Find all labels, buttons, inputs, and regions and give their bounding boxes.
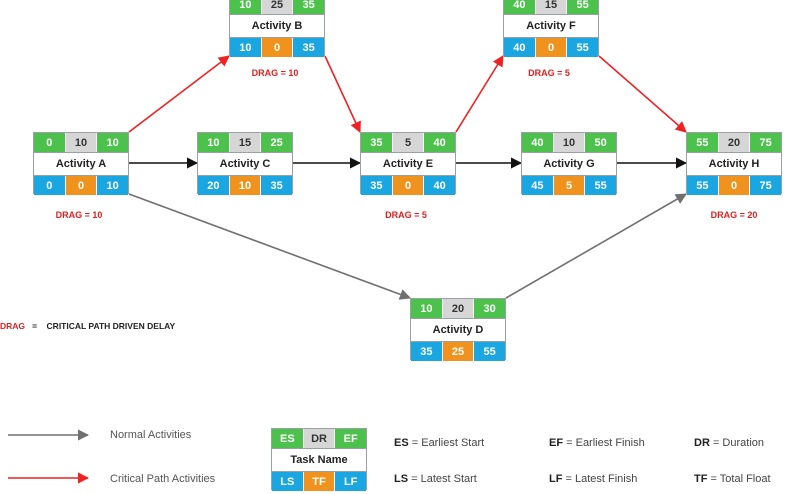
def-dr: DR = Duration [694,437,765,449]
activity-h-name: Activity H [708,158,760,170]
key-tf: TF [303,472,336,491]
activity-b-dr: 25 [261,0,294,14]
edge-a-to-d [128,193,412,300]
drag-term: DRAG [0,321,26,331]
activity-b-lf: 35 [293,38,325,57]
activity-e-ls: 35 [361,176,393,195]
activity-f-ef: 55 [567,0,599,14]
activity-b-drag-label: DRAG = 10 [251,68,299,78]
activity-d-tf: 25 [442,342,475,361]
activity-d-name: Activity D [432,324,484,336]
activity-a-tf: 0 [65,176,98,195]
activity-b-ef: 35 [293,0,325,14]
def-lf: LF = Latest Finish [549,473,638,485]
activity-h-drag-label: DRAG = 20 [710,210,758,220]
activity-h-ef: 75 [750,133,782,152]
activity-d-ls: 35 [411,342,443,361]
activity-e-es: 35 [361,133,393,152]
activity-a-name: Activity A [55,158,107,170]
activity-f-drag-label: DRAG = 5 [528,68,570,78]
activity-e-dr: 5 [392,133,425,152]
def-tf: TF = Total Float [694,473,771,485]
activity-e-tf: 0 [392,176,425,195]
activity-c-dr: 15 [229,133,262,152]
legend-node-key: ES DR EF Task Name LS TF LF [271,428,367,491]
activity-c-ef: 25 [261,133,293,152]
key-ef: EF [335,429,367,448]
activity-f-lf: 55 [567,38,599,57]
key-ls: LS [272,472,304,491]
activity-h-ls: 55 [687,176,719,195]
activity-e-name: Activity E [382,158,434,170]
key-task-name: Task Name [290,454,348,466]
drag-definition-note: DRAG = CRITICAL PATH DRIVEN DELAY [0,321,175,331]
activity-f-tf: 0 [535,38,568,57]
activity-d-es: 10 [411,299,443,318]
activity-g-ls: 45 [522,176,554,195]
edge-f-to-h [598,55,687,133]
activity-g-es: 40 [522,133,554,152]
activity-g-lf: 55 [585,176,617,195]
legend-normal-label: Normal Activities [110,429,192,441]
activity-h-es: 55 [687,133,719,152]
activity-c-lf: 35 [261,176,293,195]
legend-critical-label: Critical Path Activities [110,473,216,485]
activity-c-ls: 20 [198,176,230,195]
activity-g-name: Activity G [543,158,595,170]
activity-b-ls: 10 [230,38,262,57]
activity-b-es: 10 [230,0,262,14]
activity-e-drag-label: DRAG = 5 [385,210,427,220]
key-lf: LF [335,472,367,491]
activity-h-lf: 75 [750,176,782,195]
activity-f-ls: 40 [504,38,536,57]
activity-d-ef: 30 [474,299,506,318]
key-es: ES [272,429,304,448]
edge-a-to-b [128,55,230,133]
activity-a-ls: 0 [34,176,66,195]
activity-g-dr: 10 [553,133,586,152]
edge-d-to-h [505,193,687,299]
activity-f-dr: 15 [535,0,568,14]
activity-a-es: 0 [34,133,66,152]
activity-a-drag-label: DRAG = 10 [55,210,103,220]
def-ef: EF = Earliest Finish [549,437,645,449]
key-dr: DR [303,429,336,448]
activity-e-lf: 40 [424,176,456,195]
activity-c-es: 10 [198,133,230,152]
activity-f-name: Activity F [526,20,576,32]
activity-c-name: Activity C [219,158,271,170]
activity-b-tf: 0 [261,38,294,57]
activity-b-name: Activity B [251,20,303,32]
drag-meaning: CRITICAL PATH DRIVEN DELAY [46,321,176,331]
edge-b-to-e [324,55,361,134]
activity-g-ef: 50 [585,133,617,152]
activity-a-lf: 10 [97,176,129,195]
activity-a-ef: 10 [97,133,129,152]
def-es: ES = Earliest Start [394,437,485,449]
activity-c-tf: 10 [229,176,262,195]
activity-g-tf: 5 [553,176,586,195]
activity-d-lf: 55 [474,342,506,361]
activity-f-es: 40 [504,0,536,14]
edge-e-to-f [455,55,504,133]
activity-h-dr: 20 [718,133,751,152]
drag-equals: = [32,321,38,331]
activity-a-dr: 10 [65,133,98,152]
activity-h-tf: 0 [718,176,751,195]
activity-e-ef: 40 [424,133,456,152]
activity-d-dr: 20 [442,299,475,318]
def-ls: LS = Latest Start [394,473,477,485]
